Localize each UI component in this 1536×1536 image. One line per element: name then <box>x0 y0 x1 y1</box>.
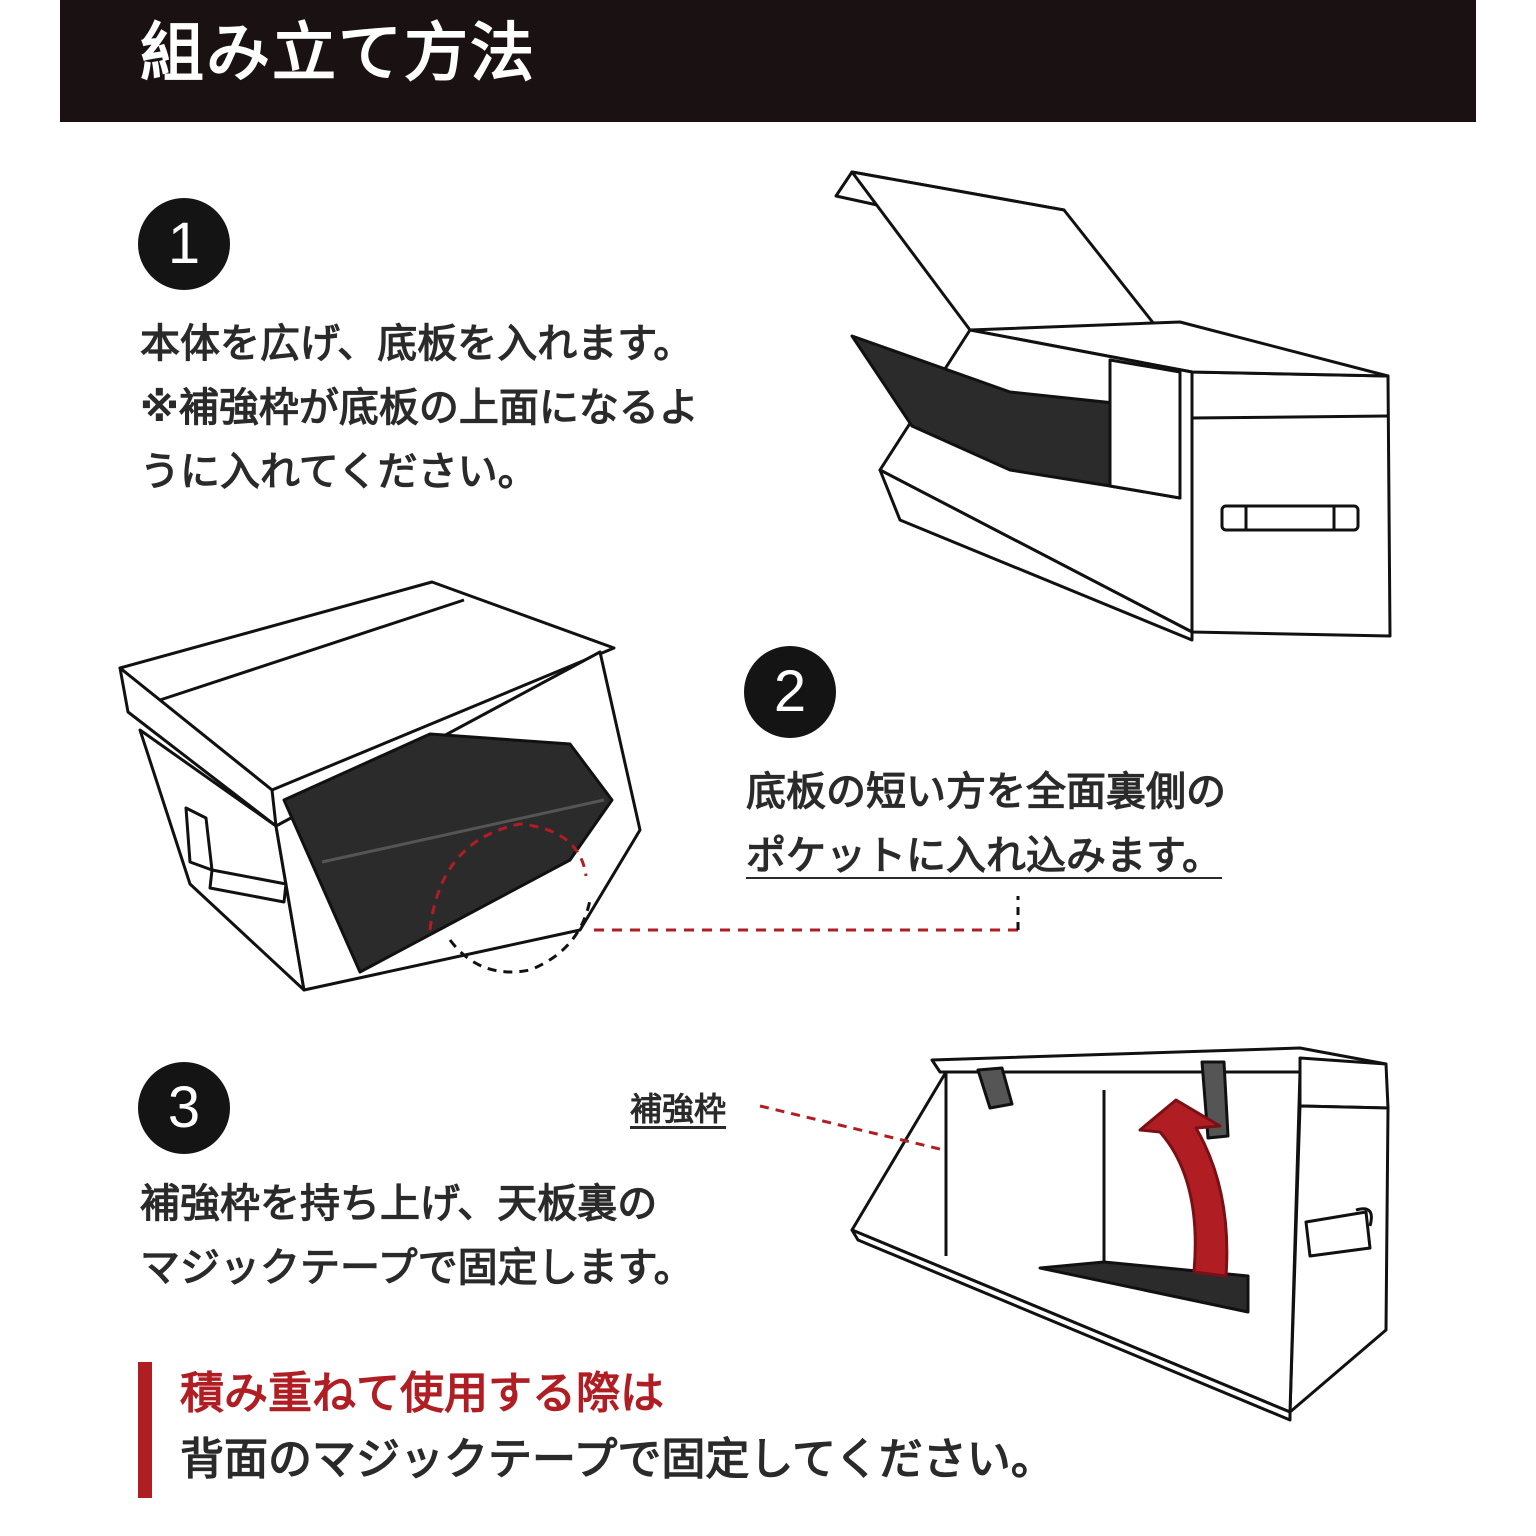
box-illustration-step-3 <box>759 1046 1390 1422</box>
box-illustration-step-1 <box>834 170 1392 642</box>
step-2-line-1: 底板の短い方を全面裏側の <box>746 769 1226 815</box>
lift-arrow <box>1138 1098 1229 1278</box>
step-3-line-1: 補強枠を持ち上げ、天板裏の <box>140 1181 658 1227</box>
reinforcement-frame-label: 補強枠 <box>630 1090 727 1128</box>
step-2-line-2: ポケットに入れ込みます。 <box>746 833 1222 879</box>
header-bar: 組み立て方法 <box>60 0 1476 122</box>
step-1-line-3: うに入れてください。 <box>140 449 538 495</box>
note-line-2: 背面のマジックテープで固定してください。 <box>180 1434 1055 1485</box>
step-3-badge: 3 <box>138 1062 230 1154</box>
note-accent-bar <box>138 1362 152 1498</box>
page-title: 組み立て方法 <box>140 17 536 91</box>
step-2-badge: 2 <box>744 646 836 738</box>
bottom-board-step-2 <box>282 732 614 974</box>
step-1-line-1: 本体を広げ、底板を入れます。 <box>140 321 694 367</box>
step-1-line-2: ※補強枠が底板の上面になるよ <box>140 385 699 431</box>
step-3-line-2: マジックテープで固定します。 <box>140 1245 694 1291</box>
note-line-1: 積み重ねて使用する際は <box>180 1368 664 1419</box>
step-1-badge: 1 <box>138 198 230 290</box>
box-illustration-step-2 <box>118 580 1020 992</box>
